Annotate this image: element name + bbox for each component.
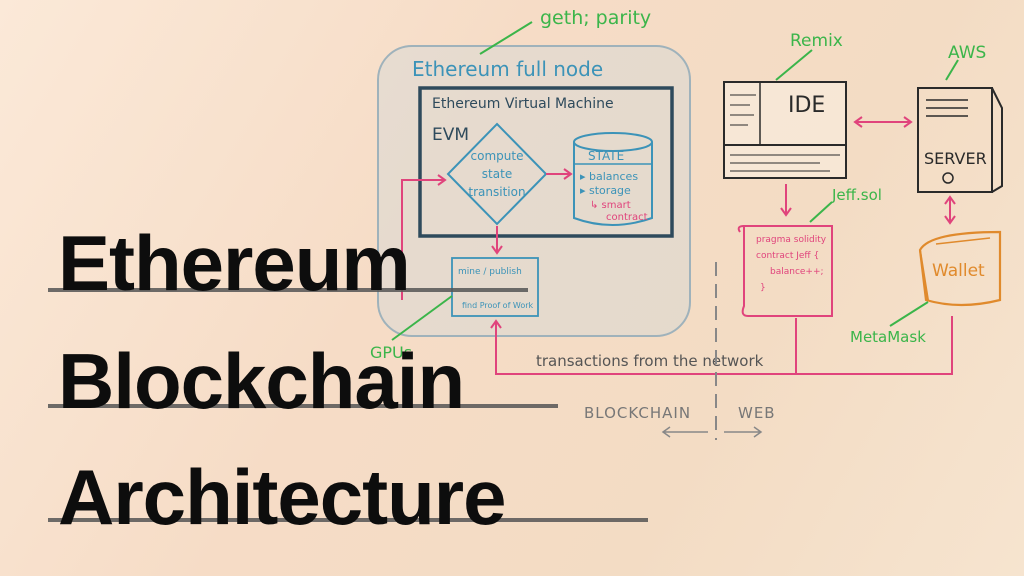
server-label: SERVER	[924, 149, 987, 168]
ide-window	[723, 81, 847, 179]
server-icon	[917, 87, 1003, 193]
state-cylinder	[573, 132, 653, 226]
mine-text-1: mine / publish	[458, 267, 522, 277]
jeffsol-label: Jeff.sol	[831, 186, 882, 204]
code-line-2: contract Jeff {	[756, 251, 819, 261]
ide-label: IDE	[788, 93, 825, 118]
evm-short: EVM	[432, 125, 469, 145]
title-line-1: Ethereum	[58, 219, 411, 307]
title-line-3: Architecture	[58, 453, 506, 541]
jeffsol-leader-line	[809, 201, 833, 223]
state-item-storage: ▸ storage	[580, 184, 631, 197]
title-underline-2	[48, 404, 558, 408]
code-line-1: pragma solidity	[756, 235, 827, 245]
title-underline-1	[48, 288, 528, 292]
state-item-smart: ↳ smart	[590, 200, 631, 211]
blockchain-label: BLOCKCHAIN	[584, 404, 691, 422]
mine-box	[451, 257, 539, 317]
transactions-label: transactions from the network	[536, 352, 764, 370]
state-item-contract: contract	[606, 212, 648, 223]
contract-scroll	[737, 225, 833, 317]
compute-diamond	[446, 122, 548, 226]
evm-box	[418, 86, 674, 238]
aws-label: AWS	[948, 43, 986, 63]
wallet-label: Wallet	[932, 261, 985, 281]
metamask-leader-line	[889, 301, 929, 327]
mine-text-2: find Proof of Work	[462, 301, 534, 310]
compute-line-3: transition	[468, 185, 525, 199]
remix-leader-line	[775, 49, 813, 81]
wallet-icon	[918, 230, 1002, 307]
code-line-4: }	[760, 283, 766, 293]
geth-label: geth; parity	[540, 7, 651, 29]
state-item-balances: ▸ balances	[580, 170, 638, 183]
full-node-label: Ethereum full node	[412, 57, 603, 81]
divider-arrows	[661, 426, 763, 438]
title-underline-3	[48, 518, 648, 522]
loop-arrow	[401, 179, 444, 300]
geth-leader-line	[479, 21, 533, 55]
code-line-3: balance++;	[770, 267, 824, 277]
compute-line-1: compute	[471, 149, 524, 163]
transactions-line	[495, 316, 953, 375]
remix-label: Remix	[790, 31, 843, 51]
gpus-label: GPUs	[370, 343, 412, 362]
title-line-2: Blockchain	[58, 337, 465, 425]
metamask-label: MetaMask	[850, 328, 926, 346]
state-title: STATE	[588, 149, 624, 163]
aws-leader-line	[945, 59, 959, 81]
web-label: WEB	[738, 404, 776, 422]
gpus-leader-line	[391, 295, 453, 341]
compute-line-2: state	[482, 167, 512, 181]
evm-title: Ethereum Virtual Machine	[432, 96, 614, 112]
full-node-box	[377, 45, 691, 337]
